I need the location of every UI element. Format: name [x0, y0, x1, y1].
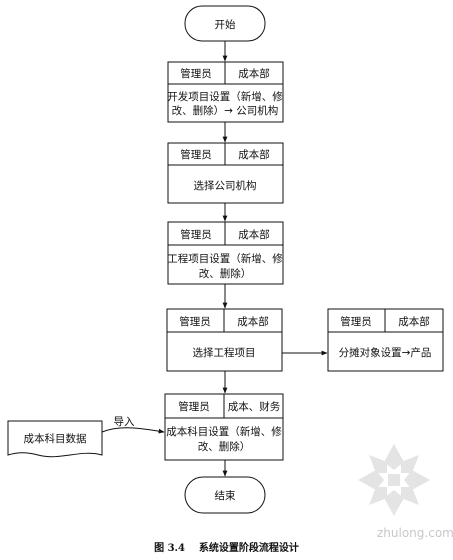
role-label: 管理员 [180, 148, 212, 161]
watermark-logo-icon [358, 444, 430, 516]
role-label: 管理员 [179, 315, 211, 328]
department-label: 成本部 [238, 148, 270, 161]
arrow-import [101, 427, 165, 434]
step-text-line: 改、删除） [199, 267, 252, 280]
step-text-line: 分摊对象设置→产品 [339, 346, 432, 359]
department-label: 成本部 [237, 315, 269, 328]
step-text-line: 选择公司机构 [194, 179, 257, 192]
end-label: 结束 [215, 489, 236, 502]
step-box-4: 管理员 成本部 选择工程项目 [166, 308, 283, 372]
step-text-line: 改、删除） [198, 440, 251, 453]
step-box-2: 管理员 成本部 选择公司机构 [167, 142, 284, 204]
start-node: 开始 [184, 5, 266, 42]
role-label: 管理员 [178, 400, 210, 413]
connectors [101, 41, 328, 477]
department-label: 成本部 [238, 67, 270, 80]
step-box-3: 管理员 成本部 工程项目设置（新增、修 改、删除） [167, 221, 284, 285]
watermark-text: zhulong.com [377, 526, 453, 540]
step-text-line: 开发项目设置（新增、修 [167, 90, 283, 103]
end-node: 结束 [184, 476, 266, 514]
role-label: 管理员 [180, 67, 212, 80]
role-label: 管理员 [180, 228, 212, 241]
step-text-line: 工程项目设置（新增、修 [167, 252, 283, 265]
side-step-box: 管理员 成本部 分摊对象设置→产品 [327, 308, 444, 372]
step-text-line: 成本科目设置（新增、修 [166, 425, 282, 438]
role-label: 管理员 [340, 315, 372, 328]
data-source-label: 成本科目数据 [24, 432, 87, 445]
step-text-line: 改、删除）→ 公司机构 [172, 104, 279, 117]
department-label: 成本、财务 [228, 400, 281, 413]
data-source-node: 成本科目数据 [7, 420, 103, 458]
figure-caption: 图 3.4 系统设置阶段流程设计 [154, 543, 299, 554]
start-label: 开始 [215, 18, 236, 31]
department-label: 成本部 [398, 315, 430, 328]
step-box-5: 管理员 成本、财务 成本科目设置（新增、修 改、删除） [164, 393, 284, 461]
step-box-1: 管理员 成本部 开发项目设置（新增、修 改、删除）→ 公司机构 [167, 61, 284, 123]
import-label: 导入 [114, 416, 135, 428]
department-label: 成本部 [238, 228, 270, 241]
step-text-line: 选择工程项目 [193, 346, 256, 359]
